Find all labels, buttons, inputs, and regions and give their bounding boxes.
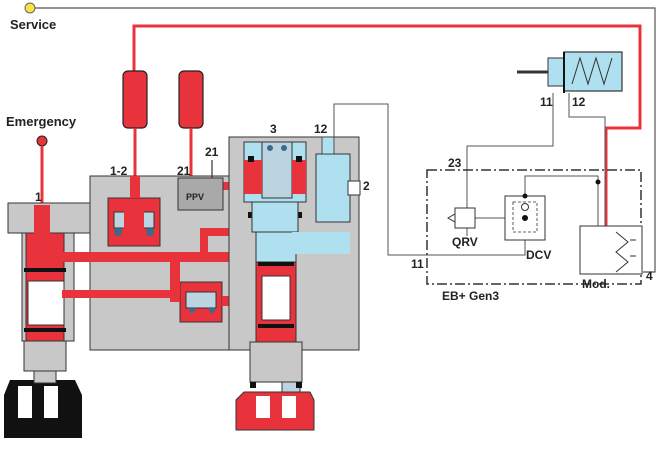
port-1-2-label: 1-2 (110, 164, 128, 178)
port-12-top-label: 12 (314, 122, 328, 136)
service-label: Service (10, 17, 56, 32)
port-11-bottom-label: 11 (411, 257, 424, 271)
port-23-label: 23 (448, 156, 462, 170)
mod-label: Mod. (582, 277, 610, 291)
port-1-label: 1 (35, 190, 42, 204)
port-2-label: 2 (363, 179, 370, 193)
emergency-port-marker (36, 135, 48, 147)
port-11-top-label: 11 (540, 95, 553, 109)
port-21-right-label: 21 (205, 145, 219, 159)
red-service-pipe (132, 24, 642, 226)
reservoir-right (178, 70, 204, 129)
port-21-left-label: 21 (177, 164, 191, 178)
qrv-exhaust-icon (446, 213, 456, 223)
emergency-label: Emergency (6, 114, 77, 129)
dcv-label: DCV (526, 248, 551, 262)
port-4-label: 4 (646, 269, 653, 283)
modulator-valve (579, 225, 643, 275)
service-port-marker (24, 2, 36, 14)
qrv-label: QRV (452, 235, 478, 249)
port-3-label: 3 (270, 122, 277, 136)
port-12-right-label: 12 (572, 95, 586, 109)
left-actuator (4, 202, 91, 438)
ppv-label: PPV (186, 192, 204, 202)
spring-actuator (517, 51, 623, 93)
right-valve-block (228, 136, 361, 431)
qrv-valve (454, 207, 476, 229)
module-title-label: EB+ Gen3 (442, 289, 499, 303)
pilot-lines (333, 93, 606, 256)
dcv-check-icon (521, 203, 529, 211)
ppv-valve (177, 177, 224, 211)
service-line (24, 2, 656, 273)
reservoir-left (122, 70, 148, 129)
